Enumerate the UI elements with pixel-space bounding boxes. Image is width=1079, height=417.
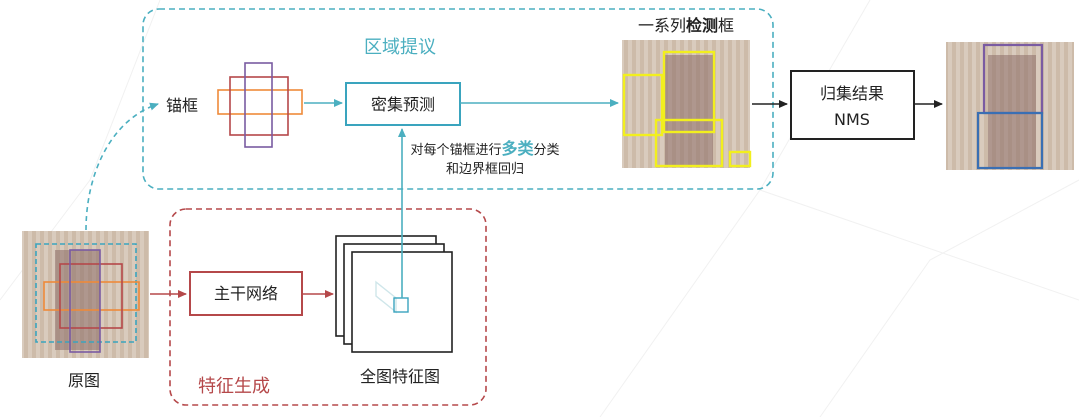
feature-generation-title: 特征生成 [198,376,270,397]
arrow-original-to-anchors [85,102,159,231]
nms-label-line2: NMS [834,110,870,129]
backbone-label: 主干网络 [214,284,278,303]
feature-map-cell-icon [375,280,409,314]
result-image [946,42,1074,170]
original-image-label: 原图 [68,371,100,390]
region-proposal-title: 区域提议 [364,37,436,58]
feature-generation-frame [169,208,487,406]
dense-prediction-box [345,82,461,126]
anchor-box-wide [217,89,303,115]
anchor-box-tall [244,62,273,148]
nms-box [790,70,915,140]
feature-map-label: 全图特征图 [360,367,440,386]
detections-label: 一系列检测框 [638,16,734,35]
original-image [22,231,149,358]
anchor-box-square [229,76,289,136]
region-proposal-frame [142,8,774,190]
backbone-box [189,271,303,316]
nms-label-line1: 归集结果 [820,84,884,103]
anchor-label: 锚框 [166,96,198,115]
classification-note-line1: 对每个锚框进行多类分类 [410,139,559,158]
detections-image [622,40,752,168]
classification-note-line2: 和边界框回归 [446,162,524,177]
dense-prediction-label: 密集预测 [371,95,435,114]
anchor-boxes-icon [217,62,303,148]
feature-map-stack [335,235,453,353]
